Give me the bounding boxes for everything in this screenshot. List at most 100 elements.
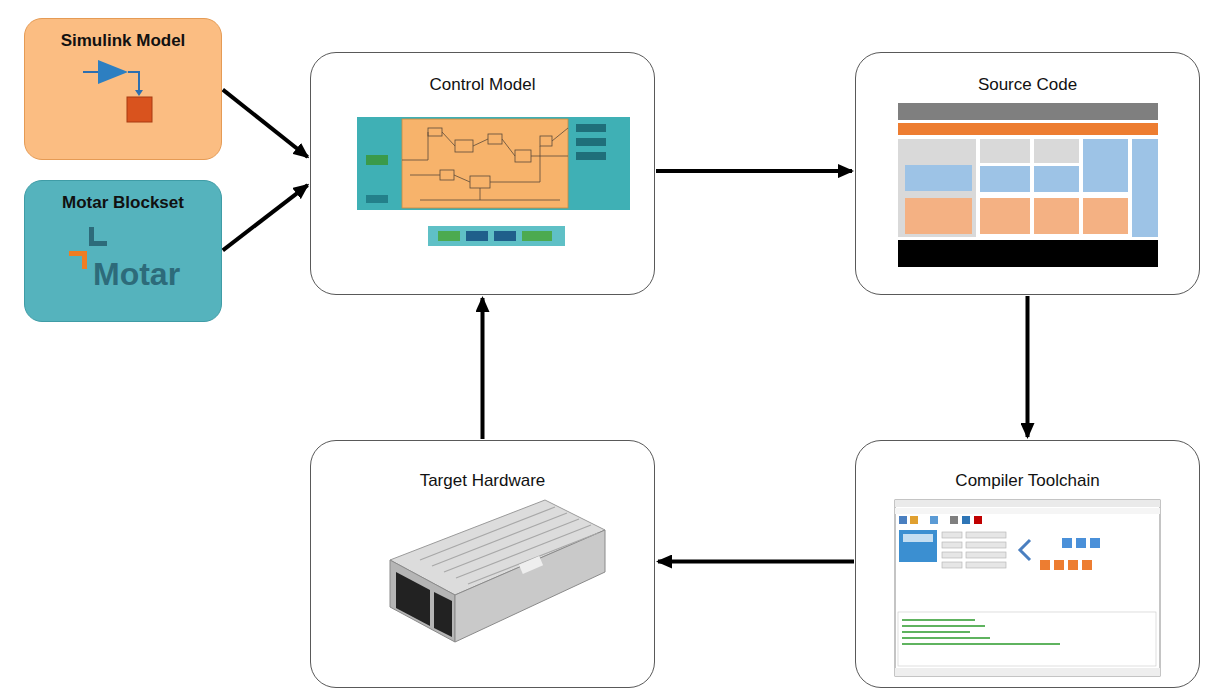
software-architecture-figure-part	[905, 165, 972, 191]
simulink-icon-part	[128, 72, 139, 91]
motar-icon-part	[89, 227, 107, 246]
toolchain-screenshot	[895, 500, 1160, 676]
toolchain-screenshot-part	[902, 620, 1060, 644]
toolchain-screenshot-part-part	[966, 532, 1006, 538]
box-title: Target Hardware	[420, 471, 546, 491]
box-title: Motar Blockset	[62, 193, 184, 213]
toolchain-screenshot-part-part	[942, 542, 962, 548]
toolchain-screenshot-part	[895, 500, 1160, 676]
toolchain-screenshot-part-part	[902, 625, 985, 627]
flow-arrow	[223, 185, 308, 250]
motar-icon-part	[69, 251, 87, 269]
control-model-figure-part-part	[515, 150, 531, 162]
control-model-figure-part	[357, 117, 630, 210]
software-architecture-figure-part	[905, 198, 972, 234]
ecu-figure-part-part	[468, 533, 598, 584]
flow-arrow	[481, 298, 485, 439]
software-architecture-figure-part	[898, 123, 1158, 135]
ecu-figure-part	[390, 560, 455, 642]
software-architecture-figure-part	[980, 139, 1030, 163]
toolchain-screenshot-part-part	[966, 562, 1006, 568]
software-architecture-figure-part	[1083, 198, 1128, 234]
toolchain-screenshot-part	[895, 668, 1160, 676]
ecu-figure-part	[455, 530, 605, 642]
box-title: Compiler Toolchain	[955, 471, 1099, 491]
software-architecture-figure-part	[1034, 198, 1079, 234]
ecu-figure-part-part	[456, 525, 591, 578]
control-model-figure-part	[402, 119, 568, 208]
toolchain-screenshot-part-part	[902, 631, 970, 633]
box-title: Simulink Model	[61, 31, 186, 51]
toolchain-screenshot-part	[910, 516, 918, 524]
simulink-icon-part	[83, 71, 98, 73]
flow-arrow	[223, 90, 308, 157]
toolchain-screenshot-part	[1082, 560, 1092, 570]
flow-arrow	[1026, 296, 1030, 437]
source-box: Simulink Model	[24, 18, 222, 160]
process-box: Target Hardware	[310, 440, 655, 688]
toolchain-screenshot-part	[942, 532, 1006, 568]
toolchain-screenshot-part-part	[902, 643, 1060, 645]
box-title: Control Model	[430, 75, 536, 95]
control-model-figure-part-part	[470, 176, 490, 188]
software-architecture-figure-part	[898, 240, 1158, 267]
toolchain-screenshot-part	[950, 516, 958, 524]
toolchain-screenshot-part	[1054, 560, 1064, 570]
ecu-figure-part	[434, 592, 452, 637]
toolchain-screenshot-part-part	[966, 552, 1006, 558]
ecu-figure-part	[420, 507, 598, 584]
toolchain-screenshot-part	[1076, 538, 1086, 548]
software-architecture-figure-part	[1034, 166, 1079, 192]
toolchain-screenshot-part	[903, 534, 933, 542]
control-model-figure-part	[576, 138, 606, 146]
toolchain-screenshot-part	[1068, 560, 1078, 570]
software-architecture-figure-part	[898, 103, 1158, 120]
toolchain-screenshot-part	[930, 516, 938, 524]
control-model-figure-part	[366, 195, 388, 203]
control-model-figure-part-part	[488, 134, 502, 144]
box-title: Source Code	[978, 75, 1077, 95]
control-model-figure-part	[428, 226, 565, 246]
ecu-figure-part-part	[420, 507, 555, 560]
toolchain-screenshot-part-part	[902, 619, 975, 621]
process-box: Control Model	[310, 52, 655, 295]
simulink-icon-part	[127, 97, 152, 122]
control-model-figure-part-part	[428, 128, 442, 136]
control-model-figure-part	[494, 231, 516, 241]
control-model-figure-part	[466, 231, 488, 241]
software-architecture-figure-part	[1034, 139, 1079, 163]
toolchain-screenshot-part	[898, 612, 1156, 666]
ecu-figure-part	[519, 556, 543, 574]
toolchain-screenshot-part	[1020, 540, 1030, 560]
control-model-figure-part-part	[402, 132, 568, 160]
toolchain-screenshot-part	[1090, 538, 1100, 548]
control-model-figure	[357, 117, 630, 246]
software-architecture-figure-part	[1083, 139, 1128, 192]
process-box: Source Code	[855, 52, 1200, 295]
ecu-figure	[390, 500, 605, 642]
control-model-figure-part-part	[410, 128, 568, 182]
ecu-figure-part-part	[432, 513, 567, 566]
control-model-figure-part-part	[455, 140, 473, 152]
logo-text: Motar	[93, 255, 180, 293]
control-model-figure-part	[438, 231, 460, 241]
control-model-figure-part	[522, 231, 552, 241]
flow-arrow	[656, 169, 852, 173]
control-model-figure-part	[576, 152, 606, 160]
process-box: Compiler Toolchain	[855, 440, 1200, 688]
toolchain-screenshot-part-part	[942, 552, 962, 558]
software-architecture-figure	[898, 103, 1158, 267]
control-model-figure-part	[366, 155, 388, 165]
toolchain-screenshot-part	[899, 530, 937, 562]
software-architecture-figure-part	[980, 166, 1030, 192]
control-model-figure-part-part	[540, 136, 552, 146]
toolchain-screenshot-part-part	[942, 562, 962, 568]
toolchain-screenshot-part	[974, 516, 982, 524]
source-box: Motar BlocksetMotar	[24, 180, 222, 322]
toolchain-screenshot-part	[1040, 560, 1050, 570]
control-model-figure-part	[576, 124, 606, 132]
ecu-figure-part	[396, 572, 430, 626]
control-model-figure-part-part	[420, 188, 560, 200]
toolchain-screenshot-part-part	[942, 532, 962, 538]
software-architecture-figure-part	[898, 139, 976, 237]
